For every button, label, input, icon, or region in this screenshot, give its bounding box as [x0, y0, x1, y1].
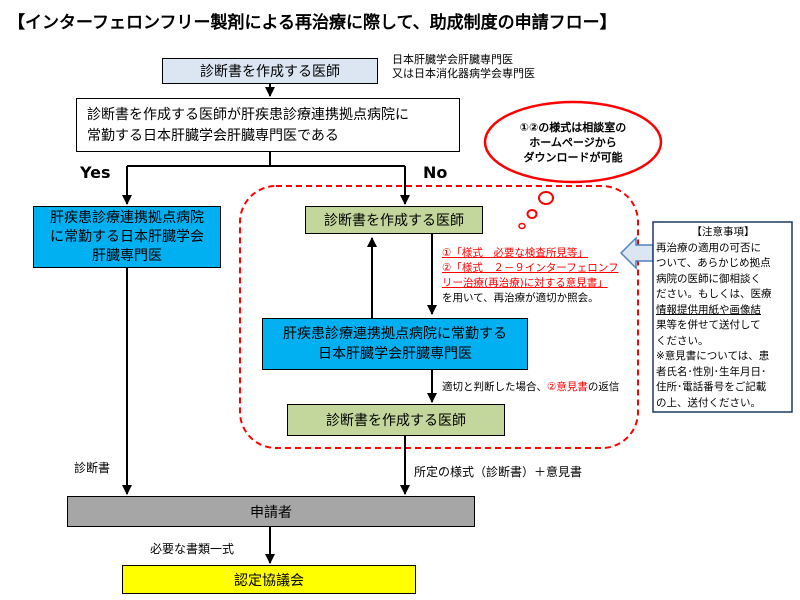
notes-line-10: 住所･電話番号をご記載	[656, 381, 767, 393]
applicant-label: 申請者	[250, 504, 292, 521]
hub-yes-line-1: 肝疾患診療連携拠点病院	[50, 209, 204, 226]
notes-line-5: 情報提供用紙や画像結	[656, 303, 761, 316]
right-label: 所定の様式（診断書）＋意見書	[414, 465, 583, 479]
thought-text: ①②の様式は相談室の ホームページから ダウンロードが可能	[500, 120, 646, 165]
reply-prefix: 適切と判断した場合、	[442, 381, 547, 393]
thought-line-1: ①②の様式は相談室の	[519, 121, 627, 134]
notes-box-border	[652, 221, 793, 413]
notes-line-1: 再治療の適用の可否に	[656, 241, 761, 254]
doctor-bottom-box: 診断書を作成する医師	[287, 404, 505, 436]
thought-dot-large	[538, 191, 554, 205]
thought-line-3: ダウンロードが可能	[523, 151, 623, 164]
forms-line-2: ②「様式 ２－９インターフェロンフ	[442, 262, 619, 274]
notes-line-9: 者氏名･性別･生年月日･	[656, 365, 767, 378]
doctor-top-note: 日本肝臓学会肝臓専門医 又は日本消化器病学会専門医	[392, 53, 535, 81]
docs-label: 必要な書類一式	[150, 542, 235, 556]
thought-bubble	[483, 100, 663, 184]
doctor-top-box: 診断書を作成する医師	[162, 58, 378, 84]
doctor-bottom-label: 診断書を作成する医師	[326, 413, 466, 429]
notes-heading: 【注意事項】	[691, 226, 755, 238]
council-box: 認定協議会	[122, 565, 416, 594]
doctor-top-note-line-1: 日本肝臓学会肝臓専門医	[392, 53, 513, 66]
doctor-no-box: 診断書を作成する医師	[305, 206, 483, 234]
forms-text: ①「様式 必要な検査所見等」 ②「様式 ２－９インターフェロンフ リー治療(再治…	[442, 246, 618, 306]
forms-line-1: ①「様式 必要な検査所見等」	[442, 247, 588, 259]
thought-line-2: ホームページから	[529, 136, 617, 149]
notes-line-2: ついて、あらかじめ拠点	[656, 257, 771, 269]
reply-red: ②意見書	[547, 381, 588, 393]
hub-no-box: 肝疾患診療連携拠点病院に常勤する 日本肝臓学会肝臓専門医	[262, 318, 528, 370]
reply-suffix: の返信	[587, 381, 620, 393]
thought-dot-small	[518, 222, 526, 230]
no-label: No	[423, 163, 448, 182]
notes-line-3: 病院の医師に御相談く	[656, 272, 761, 285]
council-label: 認定協議会	[234, 572, 304, 589]
question-box: 診断書を作成する医師が肝疾患診療連携拠点病院に 常勤する日本肝臓学会肝臓専門医で…	[76, 98, 460, 152]
hub-yes-box: 肝疾患診療連携拠点病院 に常勤する日本肝臓学会 肝臓専門医	[33, 206, 221, 268]
hub-no-line-2: 日本肝臓学会肝臓専門医	[318, 346, 472, 362]
dashed-region	[239, 185, 639, 449]
left-label: 診断書	[74, 461, 111, 475]
forms-line-4: を用いて、再治療が適切か照会。	[442, 292, 599, 304]
yes-label: Yes	[80, 163, 111, 182]
notes-line-6: 果等を併せて送付して	[656, 319, 761, 331]
question-line-1: 診断書を作成する医師が肝疾患診療連携拠点病院に	[87, 107, 409, 123]
hub-yes-line-2: に常勤する日本肝臓学会	[50, 228, 204, 245]
doctor-no-label: 診断書を作成する医師	[324, 213, 464, 229]
question-line-2: 常勤する日本肝臓学会肝臓専門医である	[87, 128, 339, 144]
hub-yes-line-3: 肝臓専門医	[92, 247, 162, 264]
reply-text: 適切と判断した場合、②意見書の返信	[442, 379, 619, 394]
notes-line-11: の上、送付ください。	[656, 396, 761, 409]
notes-line-7: ください。	[656, 334, 709, 347]
doctor-top-label: 診断書を作成する医師	[200, 64, 340, 80]
hub-no-line-1: 肝疾患診療連携拠点病院に常勤する	[283, 326, 507, 342]
applicant-box: 申請者	[67, 496, 475, 527]
notes-line-8: ※意見書については、患	[656, 350, 770, 362]
doctor-top-note-line-2: 又は日本消化器病学会専門医	[392, 67, 535, 80]
page-title: 【インターフェロンフリー製剤による再治療に際して、助成制度の申請フロー】	[8, 13, 617, 33]
forms-line-3: リー治療(再治療)に対する意見書」	[442, 277, 608, 289]
notes-box: 【注意事項】 再治療の適用の可否に ついて、あらかじめ拠点 病院の医師に御相談く…	[656, 225, 790, 411]
thought-dot-medium	[526, 209, 538, 219]
notes-line-4: ださい。もしくは、医療	[656, 288, 772, 300]
